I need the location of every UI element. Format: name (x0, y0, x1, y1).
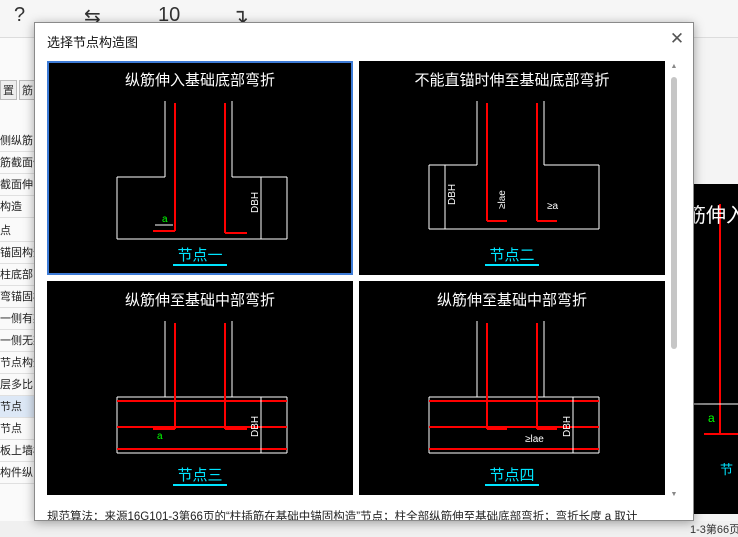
node-tile-3[interactable]: 纵筋伸至基础中部弯折 a DBH 节点三 (47, 281, 353, 495)
rule-description: 规范算法：来源16G101-3第66页的“柱插筋在基础中锚固构造”节点；柱全部纵… (47, 511, 638, 521)
background-list-item[interactable]: 节点构造 (0, 352, 35, 374)
close-icon[interactable]: ✕ (669, 29, 685, 48)
node-label: 节点二 (489, 247, 534, 264)
tile-title: 不能直锚时伸至基础底部弯折 (414, 72, 609, 89)
dimension-label: ≥a (547, 201, 558, 212)
background-list-item[interactable]: 侧纵筋 (0, 130, 35, 152)
dimension-label: DBH (447, 184, 458, 205)
node-label: 节点四 (489, 467, 534, 484)
background-tool-3[interactable]: 10 (158, 4, 181, 26)
background-list-item[interactable]: 一侧有梁 (0, 308, 35, 330)
background-list-item[interactable]: 节点 (0, 396, 35, 418)
scroll-thumb[interactable] (671, 77, 677, 349)
background-tool-1[interactable]: ? (14, 4, 26, 26)
dimension-label: a (162, 214, 168, 225)
tile-title: 纵筋伸至基础中部弯折 (437, 292, 587, 309)
svg-text:节: 节 (720, 462, 733, 477)
background-left-button-1[interactable]: 置 (0, 80, 17, 100)
background-list-item[interactable]: 构件纵 (0, 462, 35, 484)
node-tile-1[interactable]: 纵筋伸入基础底部弯折 a DBH 节点一 (47, 61, 353, 275)
dialog-title: 选择节点构造图 (47, 35, 139, 50)
tile-title: 纵筋伸入基础底部弯折 (125, 72, 275, 89)
dimension-label: a (157, 431, 163, 442)
background-list-item[interactable]: 层多比 (0, 374, 35, 396)
background-footer-text: 1-3第66页； (690, 524, 738, 536)
background-list-item[interactable]: 截面伸出 (0, 174, 35, 196)
node-tile-2[interactable]: 不能直锚时伸至基础底部弯折 DBH ≥lae ≥a 节点二 (359, 61, 665, 275)
node-label: 节点三 (177, 467, 222, 484)
background-list-item[interactable]: 节点 (0, 418, 35, 440)
background-list-item[interactable]: 弯锚固构 (0, 286, 35, 308)
dimension-label: ≥lae (525, 434, 544, 445)
tile-title: 纵筋伸至基础中部弯折 (125, 292, 275, 309)
background-list-item[interactable]: 筋截面信 (0, 152, 35, 174)
background-list-item[interactable]: 点 (0, 220, 35, 242)
background-preview-panel: a 节 筋伸入 1-3第66页； (686, 38, 738, 536)
background-list-item[interactable]: 一侧无梁 (0, 330, 35, 352)
background-list-item[interactable]: 板上墙柱 (0, 440, 35, 462)
svg-text:a: a (708, 411, 715, 425)
scroll-up-icon[interactable]: ▲ (670, 63, 678, 70)
scroll-down-icon[interactable]: ▼ (670, 491, 678, 498)
svg-text:筋伸入: 筋伸入 (690, 204, 738, 227)
dimension-label: DBH (562, 416, 573, 437)
node-label: 节点一 (177, 247, 222, 264)
background-left-panel: 置 筋 侧纵筋 筋截面信 截面伸出 构造 点 锚固构造 柱底部 弯锚固构 一侧有… (0, 38, 36, 521)
dimension-label: DBH (250, 416, 261, 437)
background-left-button-2[interactable]: 筋 (19, 80, 35, 100)
node-diagram-dialog: 选择节点构造图 ✕ 纵筋伸入基础底部弯折 a DBH 节点一 不能直锚时伸至 (34, 22, 694, 521)
vertical-scrollbar[interactable]: ▲ ▼ (669, 63, 679, 499)
background-list-item[interactable]: 锚固构造 (0, 242, 35, 264)
dimension-label: ≥lae (497, 190, 508, 209)
background-list-item[interactable]: 构造 (0, 196, 35, 218)
background-list-item[interactable]: 柱底部 (0, 264, 35, 286)
dimension-label: DBH (250, 192, 261, 213)
background-preview-image: a 节 筋伸入 (686, 184, 738, 514)
node-tile-4[interactable]: 纵筋伸至基础中部弯折 DBH ≥lae 节点四 (359, 281, 665, 495)
